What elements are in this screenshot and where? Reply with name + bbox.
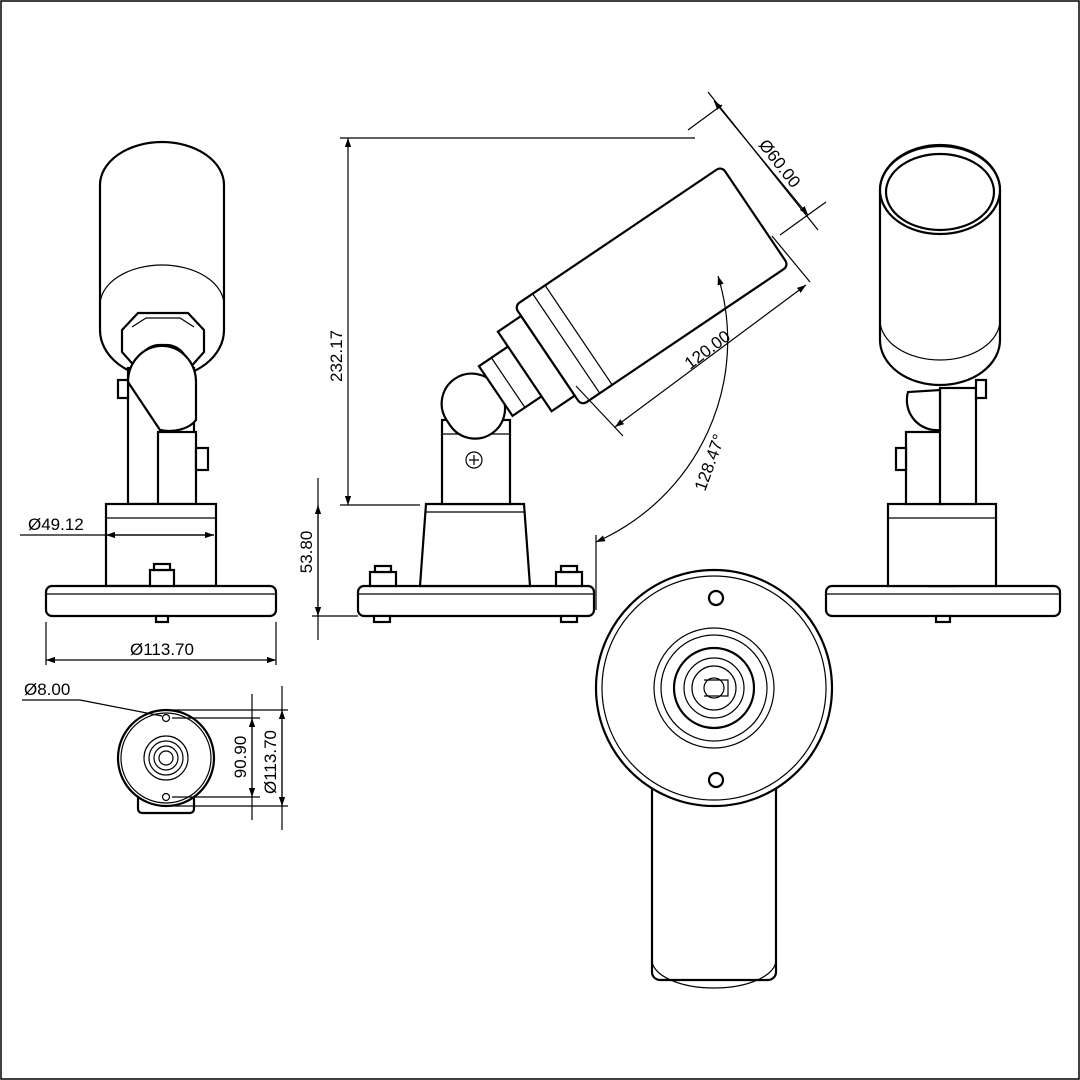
large-top-view xyxy=(594,568,834,989)
dim-hole-spacing: 90.90 xyxy=(231,736,250,779)
dim-diameter-stem: Ø49.12 xyxy=(28,515,84,534)
dim-diameter-top: Ø60.00 xyxy=(755,136,804,192)
dim-height-base: 53.80 xyxy=(297,531,316,574)
side-view xyxy=(356,167,788,624)
dim-height-total: 232.17 xyxy=(327,330,346,382)
dim-diameter-hole: Ø8.00 xyxy=(24,680,70,699)
dim-diameter-base-side: Ø113.70 xyxy=(261,730,280,794)
front-view xyxy=(44,140,278,624)
dim-angle: 128.47° xyxy=(691,432,729,494)
rear-view xyxy=(824,143,1062,624)
dim-diameter-base-front: Ø113.70 xyxy=(130,640,194,659)
